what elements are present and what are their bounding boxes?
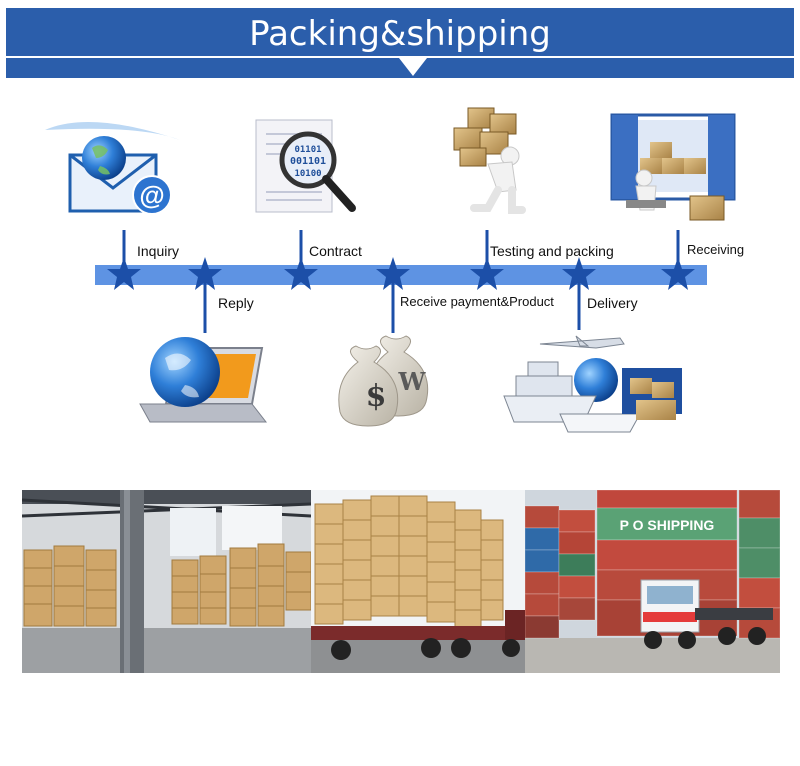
svg-text:$: $ <box>366 379 387 414</box>
email-globe-icon: @ <box>45 122 180 215</box>
person-carrying-boxes-icon <box>453 107 526 214</box>
warehouse-photo <box>22 490 311 673</box>
svg-text:01101: 01101 <box>294 145 321 155</box>
process-timeline: @ 01101 001101 10100 <box>0 100 800 440</box>
timeline-stars <box>107 257 695 290</box>
step-label-receive-payment: Receive payment&Product <box>400 294 554 309</box>
star-icon <box>376 257 410 290</box>
svg-text:001101: 001101 <box>290 156 326 167</box>
star-icon <box>107 257 141 290</box>
container-unloading-icon <box>610 113 736 221</box>
container-yard-photo: P O SHIPPING <box>525 490 780 673</box>
svg-text:W: W <box>398 367 427 396</box>
star-icon <box>661 257 695 290</box>
laptop-globe-icon <box>139 337 268 423</box>
svg-text:10100: 10100 <box>294 169 321 179</box>
step-label-testing-packing: Testing and packing <box>490 243 614 259</box>
star-icon <box>188 257 222 290</box>
timeline-graphic: @ 01101 001101 10100 <box>45 107 736 433</box>
star-icon <box>284 257 318 290</box>
banner-notch <box>399 58 427 76</box>
svg-text:@: @ <box>139 180 164 210</box>
loaded-truck-photo <box>311 490 525 673</box>
money-bags-icon: $ W <box>338 335 429 427</box>
banner-divider <box>6 56 794 58</box>
star-icon <box>470 257 504 290</box>
step-label-contract: Contract <box>309 243 362 259</box>
step-label-inquiry: Inquiry <box>137 243 180 259</box>
connector-lines <box>122 230 680 333</box>
step-label-receiving: Receiving <box>687 242 745 257</box>
star-icon <box>562 257 596 290</box>
magnifier-document-icon: 01101 001101 10100 <box>255 119 356 213</box>
step-label-delivery: Delivery <box>587 295 638 311</box>
container-sign-text: P O SHIPPING <box>620 517 715 533</box>
header-banner: Packing&shipping <box>6 8 794 78</box>
page-title: Packing&shipping <box>249 14 551 54</box>
ship-plane-truck-icon <box>503 335 682 433</box>
step-label-reply: Reply <box>218 295 254 311</box>
